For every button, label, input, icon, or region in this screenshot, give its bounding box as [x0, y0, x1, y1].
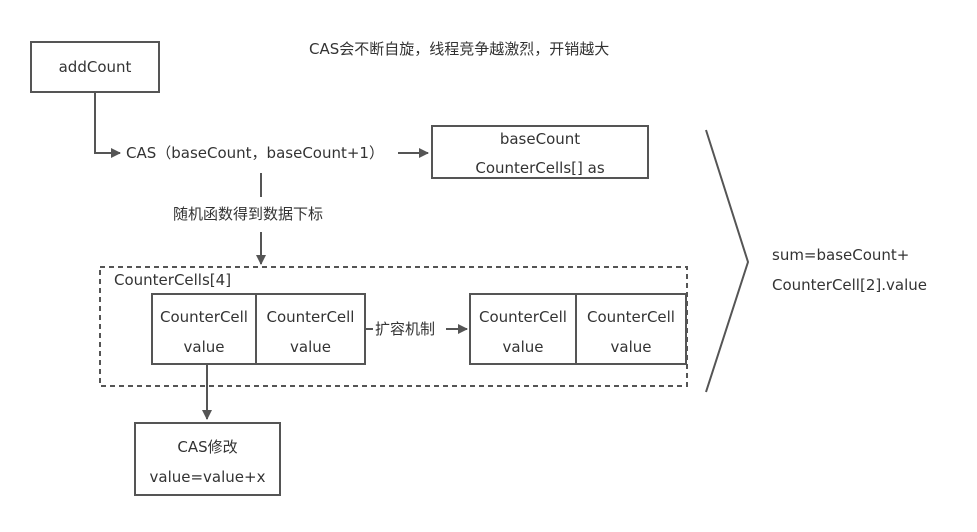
add-count-box: addCount	[30, 41, 160, 93]
counter-cell-box: CounterCell value	[151, 293, 257, 365]
counter-cell-box: CounterCell value	[255, 293, 366, 365]
sum-chevron	[705, 129, 750, 393]
counter-cell-box: CounterCell value	[575, 293, 687, 365]
counter-cell-box: CounterCell value	[469, 293, 577, 365]
counter-cells-field-label: CounterCells[] as	[475, 159, 605, 177]
cell-title: CounterCell	[160, 308, 248, 326]
cas-modify-expression: value=value+x	[149, 468, 266, 486]
add-count-label: addCount	[58, 58, 132, 76]
expand-label: 扩容机制	[375, 320, 436, 338]
random-index-label: 随机函数得到数据下标	[173, 205, 324, 223]
base-count-box: baseCount CounterCells[] as	[431, 125, 649, 179]
cell-value: value	[183, 338, 225, 356]
cas-modify-box: CAS修改 value=value+x	[134, 422, 281, 496]
cell-value: value	[610, 338, 652, 356]
sum-line-1: sum=baseCount+	[772, 246, 910, 264]
cell-title: CounterCell	[587, 308, 675, 326]
counter-cells-container	[99, 266, 688, 387]
addcount-to-cas-arrow	[94, 92, 121, 158]
note-text: CAS会不断自旋，线程竞争越激烈，开销越大	[309, 40, 610, 58]
base-count-label: baseCount	[499, 130, 581, 148]
counter-cells-array-label: CounterCells[4]	[114, 271, 232, 289]
cell-title: CounterCell	[479, 308, 567, 326]
cas-modify-title: CAS修改	[177, 438, 238, 456]
cell-value: value	[502, 338, 544, 356]
cell-title: CounterCell	[266, 308, 355, 326]
cell-value: value	[290, 338, 331, 356]
sum-line-2: CounterCell[2].value	[772, 276, 927, 294]
cas-call-label: CAS（baseCount，baseCount+1）	[126, 144, 384, 162]
